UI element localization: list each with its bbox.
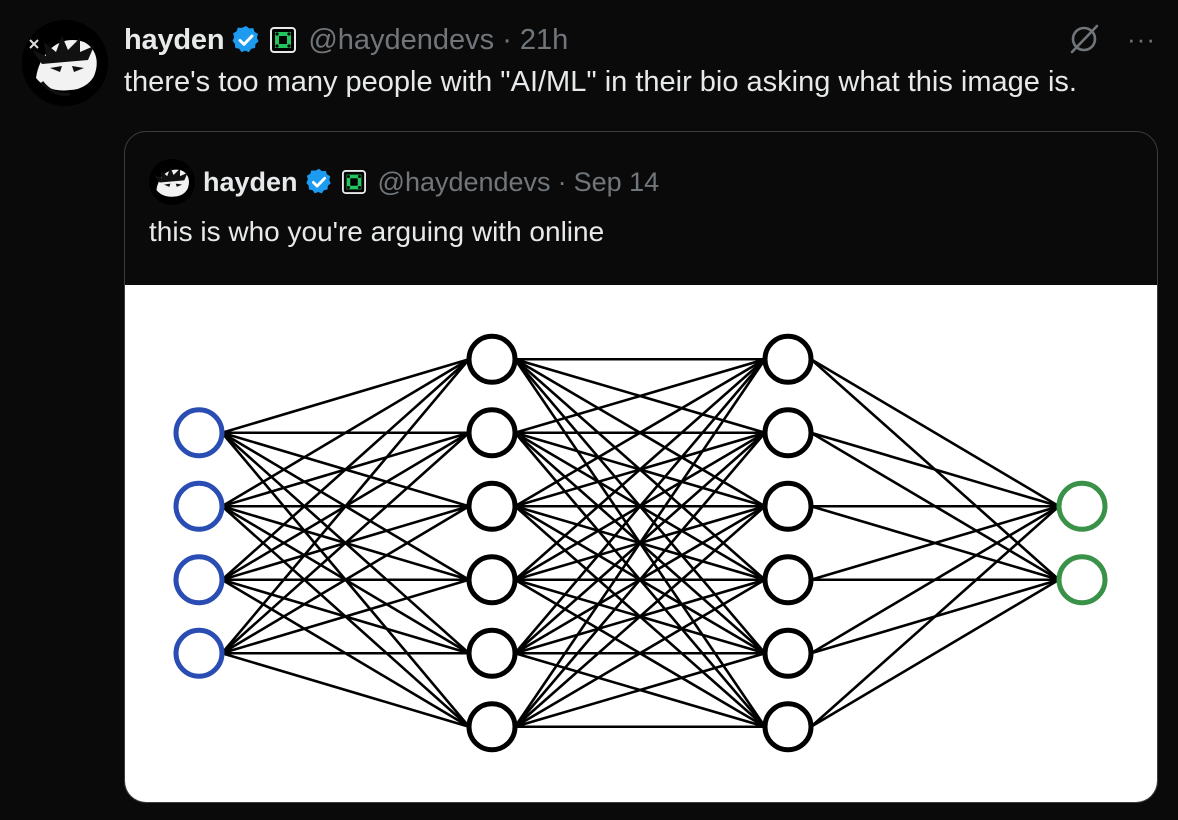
grok-icon[interactable] [1067, 22, 1101, 56]
connection-edge [514, 358, 766, 434]
network-node [762, 407, 814, 459]
network-node [466, 701, 518, 753]
neural-network-diagram [173, 333, 1108, 753]
network-node [762, 480, 814, 532]
affiliation-badge-icon [341, 170, 366, 194]
connection-edge [514, 578, 766, 728]
network-node [762, 701, 814, 753]
connection-edge [221, 578, 470, 655]
connection-edge [221, 358, 470, 581]
tweet-header: hayden @haydendevs · 21h [124, 20, 568, 60]
connection-edge [514, 358, 766, 581]
network-node [466, 333, 518, 385]
quoted-timestamp: Sep 14 [573, 166, 660, 197]
handle[interactable]: @haydendevs [308, 23, 495, 56]
connection-edge [514, 505, 766, 728]
neural-network-image[interactable] [125, 285, 1157, 802]
network-node [173, 407, 225, 459]
connection-edge [810, 505, 1060, 655]
network-node [762, 554, 814, 606]
tweet-actions: ··· [1067, 22, 1156, 56]
network-node [1056, 554, 1108, 606]
connection-edge [514, 358, 766, 655]
network-node [173, 627, 225, 679]
quoted-tweet-header: hayden @haydendevs · Sep 14 [149, 159, 660, 205]
display-name[interactable]: hayden [124, 23, 225, 56]
network-node [762, 333, 814, 385]
timestamp[interactable]: 21h [519, 23, 569, 56]
connection-edge [221, 358, 470, 655]
verified-badge-icon [305, 168, 331, 194]
more-icon[interactable]: ··· [1127, 24, 1156, 54]
quoted-display-name: hayden [203, 166, 298, 197]
connection-edge [513, 358, 767, 728]
connection-edge [221, 358, 470, 434]
network-node [466, 480, 518, 532]
connection-edge [221, 431, 470, 655]
connection-edge [810, 358, 1060, 508]
quoted-avatar [149, 159, 195, 205]
network-node [466, 627, 518, 679]
quoted-tweet-text: this is who you're arguing with online [149, 216, 605, 247]
connection-edge [221, 505, 470, 655]
connection-edge [514, 431, 766, 728]
network-node [173, 554, 225, 606]
network-node [466, 554, 518, 606]
quoted-handle: @haydendevs [377, 166, 551, 197]
connection-edge [221, 652, 470, 728]
network-node [173, 480, 225, 532]
connection-edge [810, 505, 1060, 581]
separator: · [502, 23, 512, 56]
network-node [1056, 480, 1108, 532]
avatar[interactable] [22, 20, 108, 106]
connection-edge [514, 652, 766, 728]
network-node [762, 627, 814, 679]
tweet-text: there's too many people with "AI/ML" in … [124, 66, 1077, 98]
anime-avatar-icon [22, 20, 108, 106]
connection-edge [810, 578, 1060, 728]
verified-badge-icon [232, 26, 259, 53]
affiliation-badge-icon[interactable] [270, 27, 297, 53]
anime-avatar-icon [149, 159, 195, 205]
connection-edge [810, 431, 1060, 508]
network-node [466, 407, 518, 459]
connection-edge [514, 358, 766, 508]
connection-edge [221, 358, 470, 508]
separator: · [557, 166, 567, 197]
quoted-tweet[interactable]: hayden @haydendevs · Sep 14 this is who … [124, 131, 1158, 803]
connection-edge [810, 505, 1060, 728]
